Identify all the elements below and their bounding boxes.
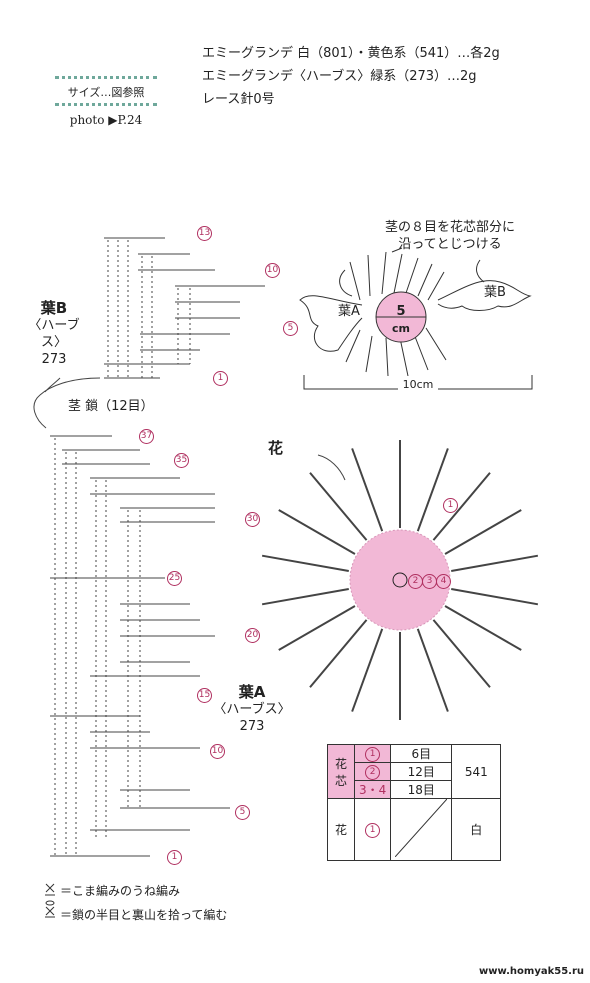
table-row-2: 2 xyxy=(353,762,392,781)
table-center-color: 541 xyxy=(451,744,502,799)
materials-line-3: レース針0号 xyxy=(202,92,275,107)
footer-url: www.homyak55.ru xyxy=(479,966,584,977)
table-row-1: 1 xyxy=(353,744,392,763)
leaf-b-code: 273 xyxy=(41,352,67,367)
flower-chart xyxy=(261,440,539,720)
center-size-unit: cm xyxy=(392,322,410,335)
leaf-a-row-15: 15 xyxy=(197,688,212,703)
flower-petal xyxy=(309,472,368,541)
table-row-3-4: 3・4 xyxy=(353,780,392,799)
leaf-a-label: 葉A 〈ハーブス〉 273 xyxy=(212,684,292,735)
leaf-a-chart xyxy=(50,435,230,857)
leaf-a-row-1: 1 xyxy=(167,850,182,865)
center-size-value: 5 xyxy=(396,304,406,319)
assembly-note: 茎の８目を花芯部分に 沿ってとじつける xyxy=(360,219,540,253)
flower-label: 花 xyxy=(268,439,284,457)
legend-item-1: ＝こま編みのうね編み xyxy=(60,884,181,898)
assembly-width: 10cm xyxy=(398,376,438,393)
table-diagonal xyxy=(394,798,448,858)
flower-petal xyxy=(451,588,539,606)
assembly-leaf-a-label: 葉A xyxy=(338,304,360,319)
flower-petal xyxy=(432,472,491,541)
leaf-b-title: 葉B xyxy=(40,299,68,317)
materials-line-1: エミーグランデ 白（801）・黄色系（541）…各2g xyxy=(202,46,500,61)
size-box: サイズ…図参照 photo ▶P.24 xyxy=(55,76,157,127)
flower-petals xyxy=(261,440,539,720)
flower-petal xyxy=(416,628,449,712)
table-flower-row: 1 xyxy=(353,798,392,861)
leaf-a-row-20: 20 xyxy=(245,628,260,643)
leaf-a-row-10: 10 xyxy=(210,744,225,759)
size-text: サイズ…図参照 xyxy=(67,86,145,99)
leaf-b-row-5: 5 xyxy=(283,321,298,336)
flower-petal xyxy=(309,619,368,688)
materials: エミーグランデ 白（801）・黄色系（541）…各2g エミーグランデ〈ハーブス… xyxy=(202,42,500,111)
center-row-4: 4 xyxy=(436,574,451,589)
leaf-a-code: 273 xyxy=(239,719,265,734)
flower-petal xyxy=(351,448,384,532)
legend-item-2: ＝鎖の半目と裏山を拾って編む xyxy=(60,908,228,922)
table-count-3: 18目 xyxy=(390,780,453,799)
assembly-sketch xyxy=(299,247,533,390)
center-row-2: 2 xyxy=(408,574,423,589)
flower-petal xyxy=(278,509,356,555)
flower-petal xyxy=(351,628,384,712)
leaf-b-row-10: 10 xyxy=(265,263,280,278)
leaf-a-row-35: 35 xyxy=(174,453,189,468)
table-count-1: 6目 xyxy=(390,744,453,763)
flower-petal xyxy=(261,554,349,572)
table-center-label: 花芯 xyxy=(327,744,355,799)
materials-line-2: エミーグランデ〈ハーブス〉緑系（273）…2g xyxy=(202,69,477,84)
leaf-a-row-37: 37 xyxy=(139,429,154,444)
leaf-a-title: 葉A xyxy=(238,683,266,701)
table-flower-row-num: 1 xyxy=(365,823,381,838)
leaf-b-stitches xyxy=(104,237,265,379)
flower-petal xyxy=(444,509,522,555)
leaf-b-label: 葉B 〈ハーブス〉 273 xyxy=(24,300,84,368)
leaf-b-yarn: 〈ハーブス〉 xyxy=(28,318,80,350)
leaf-b-row-13: 13 xyxy=(197,226,212,241)
table-row-num-2: 2 xyxy=(365,765,381,780)
stem-label: 茎 鎖（12目） xyxy=(68,399,154,414)
leaf-a-row-30: 30 xyxy=(245,512,260,527)
table-count-2: 12目 xyxy=(390,762,453,781)
table-row-num-1: 1 xyxy=(365,747,381,762)
flower-petal xyxy=(278,605,356,651)
flower-petal xyxy=(444,605,522,651)
leaf-a-yarn: 〈ハーブス〉 xyxy=(213,702,291,717)
leaf-b-row-1: 1 xyxy=(213,371,228,386)
dotted-divider-top xyxy=(55,76,157,79)
stem-chain xyxy=(33,377,101,429)
table-flower-empty xyxy=(390,798,453,861)
dotted-divider-bottom xyxy=(55,103,157,106)
assembly-note-line-1: 茎の８目を花芯部分に xyxy=(384,220,515,235)
flower-row-1: 1 xyxy=(443,498,458,513)
stitch-count-table: 花芯 1 6目 541 2 12目 3・4 18目 花 1 白 xyxy=(327,744,502,861)
leaf-b-chart xyxy=(104,237,265,379)
table-flower-color: 白 xyxy=(451,798,502,861)
flower-petal xyxy=(416,448,449,532)
leaf-a-row-25: 25 xyxy=(167,571,182,586)
legend-symbols xyxy=(45,883,55,918)
flower-petal xyxy=(261,588,349,606)
assembly-leaf-b-label: 葉B xyxy=(484,285,506,300)
flower-petal xyxy=(451,554,539,572)
table-flower-label: 花 xyxy=(327,798,355,861)
photo-ref: photo ▶P.24 xyxy=(69,113,143,127)
leaf-a-row-5: 5 xyxy=(235,805,250,820)
assembly-note-line-2: 沿ってとじつける xyxy=(398,237,502,252)
center-row-3: 3 xyxy=(422,574,437,589)
flower-petal xyxy=(432,619,491,688)
